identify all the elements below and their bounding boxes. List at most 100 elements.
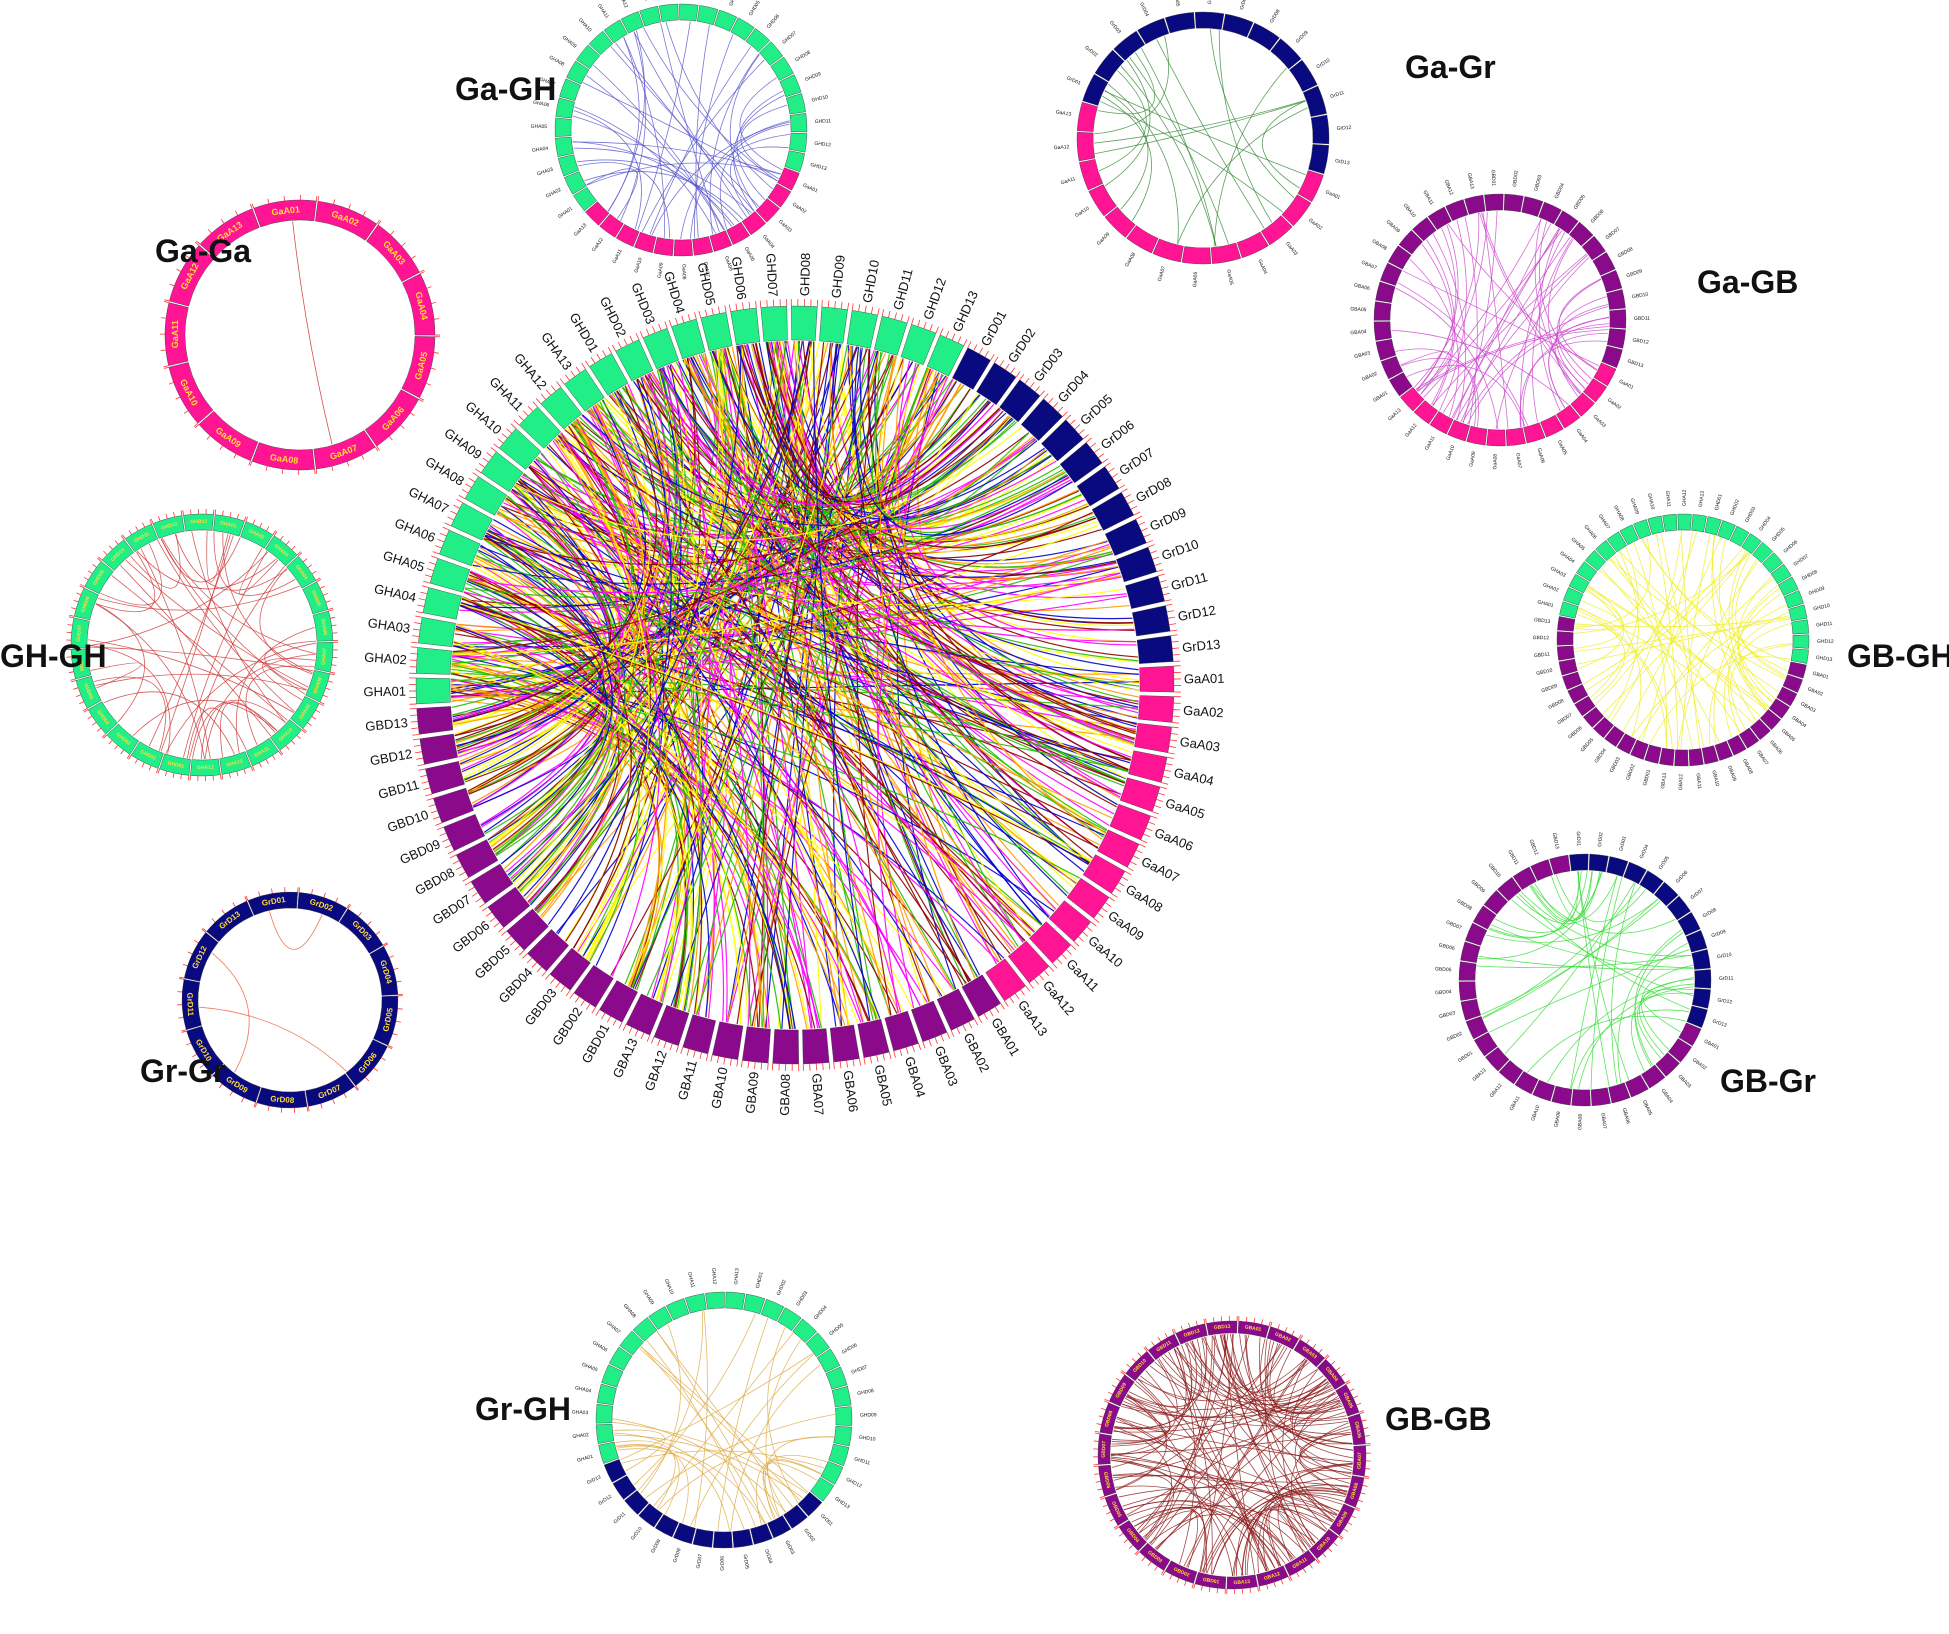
chromosome-block-grd12: [1691, 988, 1711, 1009]
synteny-link: [574, 106, 717, 234]
chromosome-tick: [413, 744, 421, 747]
chromosome-tick: [489, 917, 496, 923]
chromosome-tick: [1038, 974, 1045, 981]
synteny-link: [638, 1311, 704, 1491]
synteny-link: [1231, 1333, 1288, 1390]
chromosome-block-gaa08: [673, 239, 693, 257]
chromosome-block-gha04: [555, 136, 574, 157]
synteny-link: [533, 460, 881, 1019]
chromosome-tick: [1284, 1327, 1288, 1333]
chromosome-tick: [1362, 1484, 1368, 1487]
chromosome-tick: [1360, 1492, 1366, 1495]
chromosome-tick: [83, 709, 89, 713]
synteny-link: [464, 471, 1066, 598]
synteny-link: [487, 530, 1122, 795]
chromosome-tick: [1160, 1570, 1165, 1575]
chromosome-block-gaa08: [1126, 225, 1159, 254]
chromosome-tick: [70, 680, 77, 683]
chromosome-tick: [347, 904, 351, 910]
chromosome-label-ghd05: GHD05: [748, 0, 762, 17]
chromosome-label-gbd13: GBD13: [1214, 1324, 1231, 1331]
chromosome-tick: [497, 438, 504, 444]
chromosome-label-grd11: GrD11: [1330, 90, 1346, 100]
synteny-link: [1104, 59, 1151, 187]
chromosome-tick: [229, 512, 232, 518]
chromosome-tick: [331, 664, 337, 666]
chromosome-block-grd06: [1059, 442, 1103, 484]
synteny-link: [1282, 1359, 1315, 1544]
chromosome-tick: [522, 410, 529, 417]
chromosome-label-gha01: GHA01: [1537, 599, 1555, 609]
synteny-link: [520, 349, 721, 894]
chromosome-label-grd09: GrD09: [1147, 505, 1188, 534]
chromosome-block-ghd08: [791, 305, 818, 341]
chromosome-block-gaa09: [1104, 206, 1136, 238]
chromosome-block-grd04: [1623, 861, 1647, 885]
chromosome-label-gbd04: GBD04: [1594, 747, 1609, 764]
chromosome-tick: [244, 896, 248, 902]
chromosome-block-gha10: [588, 30, 614, 56]
chromosome-tick: [325, 600, 331, 603]
chromosome-tick: [1147, 1561, 1152, 1567]
synteny-link: [596, 403, 1126, 784]
chromosome-tick: [1170, 629, 1178, 632]
chromosome-block-grd09: [212, 1064, 261, 1103]
synteny-link: [660, 368, 1057, 910]
chromosome-tick: [1095, 1480, 1101, 1483]
chromosome-tick: [1168, 616, 1176, 619]
chromosome-tick: [994, 356, 999, 363]
chromosome-tick: [928, 1039, 932, 1047]
chromosome-tick: [410, 714, 418, 716]
chromosome-tick: [1163, 592, 1171, 596]
chromosome-block-gbd10: [1497, 877, 1522, 902]
chromosome-label-ghd06: GHD06: [76, 654, 84, 672]
chromosome-block-grd08: [1091, 492, 1135, 531]
chromosome-block-gha08: [464, 476, 508, 516]
chromosome-label-ghd07: GHD07: [1793, 553, 1810, 567]
chromosome-tick: [1048, 397, 1054, 404]
chromosome-tick: [1365, 1468, 1371, 1470]
central-circos-plot: GHA01GHA02GHA03GHA04GHA05GHA06GHA07GHA08…: [363, 253, 1224, 1116]
chromosome-tick: [108, 545, 113, 550]
chromosome-block-gba06: [1608, 1082, 1631, 1104]
chromosome-tick: [462, 877, 469, 882]
chromosome-tick: [574, 996, 580, 1003]
chromosome-label-grd01: GrD01: [978, 308, 1010, 349]
chromosome-tick: [716, 1056, 720, 1064]
chromosome-tick: [590, 357, 596, 364]
chromosome-block-ghd05: [1752, 542, 1773, 564]
chromosome-block-ghd04: [714, 9, 738, 32]
chromosome-block-grd07: [1222, 13, 1254, 38]
panel-title-ga-gb: Ga-GB: [1697, 264, 1798, 300]
chromosome-block-gbd13: [416, 706, 454, 735]
chromosome-tick: [1114, 887, 1122, 893]
synteny-link: [467, 341, 811, 792]
chromosome-label-gha10: GHA10: [463, 398, 505, 437]
synteny-link: [1395, 348, 1477, 427]
synteny-link: [204, 653, 316, 760]
chromosome-label-gaa07: GaA07: [1157, 265, 1167, 282]
chromosome-tick: [1277, 1324, 1280, 1330]
chromosome-label-grd10: GrD10: [1160, 536, 1201, 563]
synteny-link: [1104, 89, 1149, 210]
chromosome-label-grd06: GrD06: [1207, 0, 1214, 4]
chromosome-block-ghd10: [786, 93, 806, 115]
chromosome-label-gba03: GBA03: [932, 1044, 961, 1088]
chromosome-tick: [329, 673, 335, 676]
panel-title-gr-gr: Gr-Gr: [140, 1053, 225, 1089]
chromosome-tick: [1098, 1415, 1104, 1418]
chromosome-block-ghd05: [730, 17, 755, 41]
chromosome-label-gbd08: GBD08: [1548, 698, 1566, 711]
chromosome-block-gha09: [1633, 519, 1652, 540]
chromosome-tick: [957, 336, 962, 343]
chromosome-tick: [1111, 1384, 1117, 1388]
chromosome-label-gaa09: GaA09: [1105, 908, 1147, 944]
chromosome-label-gba03: GBA03: [1677, 1074, 1693, 1090]
chromosome-block-ghd02: [679, 3, 699, 22]
synteny-link: [472, 425, 632, 807]
chromosome-block-grd01: [247, 891, 298, 916]
synteny-link: [1097, 52, 1156, 115]
chromosome-tick: [417, 764, 425, 767]
synteny-link: [1738, 656, 1791, 702]
chromosome-block-gbd08: [1473, 905, 1497, 930]
